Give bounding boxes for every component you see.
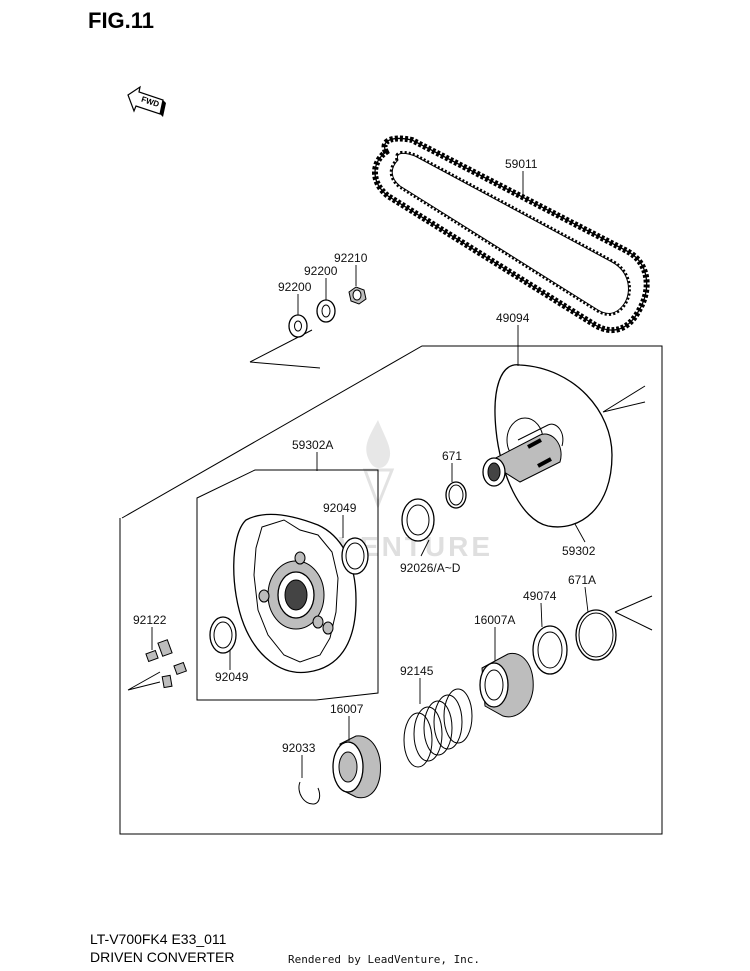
oil-seal-92049-upper xyxy=(341,537,369,575)
pointer-wedge-right xyxy=(602,385,646,413)
label-59011: 59011 xyxy=(505,157,538,171)
label-92026: 92026/A~D xyxy=(400,561,461,575)
washer-92200-left xyxy=(288,314,308,338)
label-92210: 92210 xyxy=(334,251,368,265)
fixed-sheave-59302 xyxy=(482,364,613,528)
oil-seal-92049-lower xyxy=(209,616,237,654)
figure-title: FIG.11 xyxy=(88,8,154,33)
forward-arrow-icon: FWD xyxy=(127,85,166,117)
pins-92122 xyxy=(145,639,188,689)
shim-92026-inner xyxy=(406,504,430,536)
pointer-wedge-left xyxy=(249,329,321,369)
movable-sheave-59302A xyxy=(233,513,357,674)
cam-16007 xyxy=(332,735,381,799)
model-code: LT-V700FK4 E33_011 xyxy=(90,931,227,947)
label-92200-left: 92200 xyxy=(278,280,312,294)
drive-belt-59011 xyxy=(372,135,650,334)
assembly-outline xyxy=(119,345,663,835)
label-49094: 49094 xyxy=(496,311,530,325)
spring-92145 xyxy=(403,688,473,768)
ring-49074 xyxy=(532,625,568,675)
nut-92210 xyxy=(348,286,367,305)
o-ring-671A xyxy=(575,609,617,661)
washer-92200-right xyxy=(316,299,336,323)
o-ring-671-inner xyxy=(448,484,464,506)
label-92049-upper: 92049 xyxy=(323,501,357,515)
label-92200-right: 92200 xyxy=(304,264,338,278)
section-name: DRIVEN CONVERTER xyxy=(90,949,234,965)
label-59302: 59302 xyxy=(562,544,596,558)
cam-16007A xyxy=(479,652,534,718)
rendered-by: Rendered by LeadVenture, Inc. xyxy=(288,953,480,966)
leader-lines xyxy=(151,171,589,778)
label-59302A: 59302A xyxy=(292,438,333,452)
label-49074: 49074 xyxy=(523,589,557,603)
label-671A: 671A xyxy=(568,573,596,587)
label-92033: 92033 xyxy=(282,741,316,755)
circlip-92033 xyxy=(298,781,321,805)
pointer-wedge-right-lower xyxy=(614,595,653,631)
pointer-wedge-left-lower xyxy=(127,671,161,691)
label-92145: 92145 xyxy=(400,664,434,678)
label-16007: 16007 xyxy=(330,702,364,716)
label-16007A: 16007A xyxy=(474,613,515,627)
label-92049-lower: 92049 xyxy=(215,670,249,684)
label-92122: 92122 xyxy=(133,613,167,627)
subassembly-outline xyxy=(196,469,379,701)
label-671: 671 xyxy=(442,449,462,463)
